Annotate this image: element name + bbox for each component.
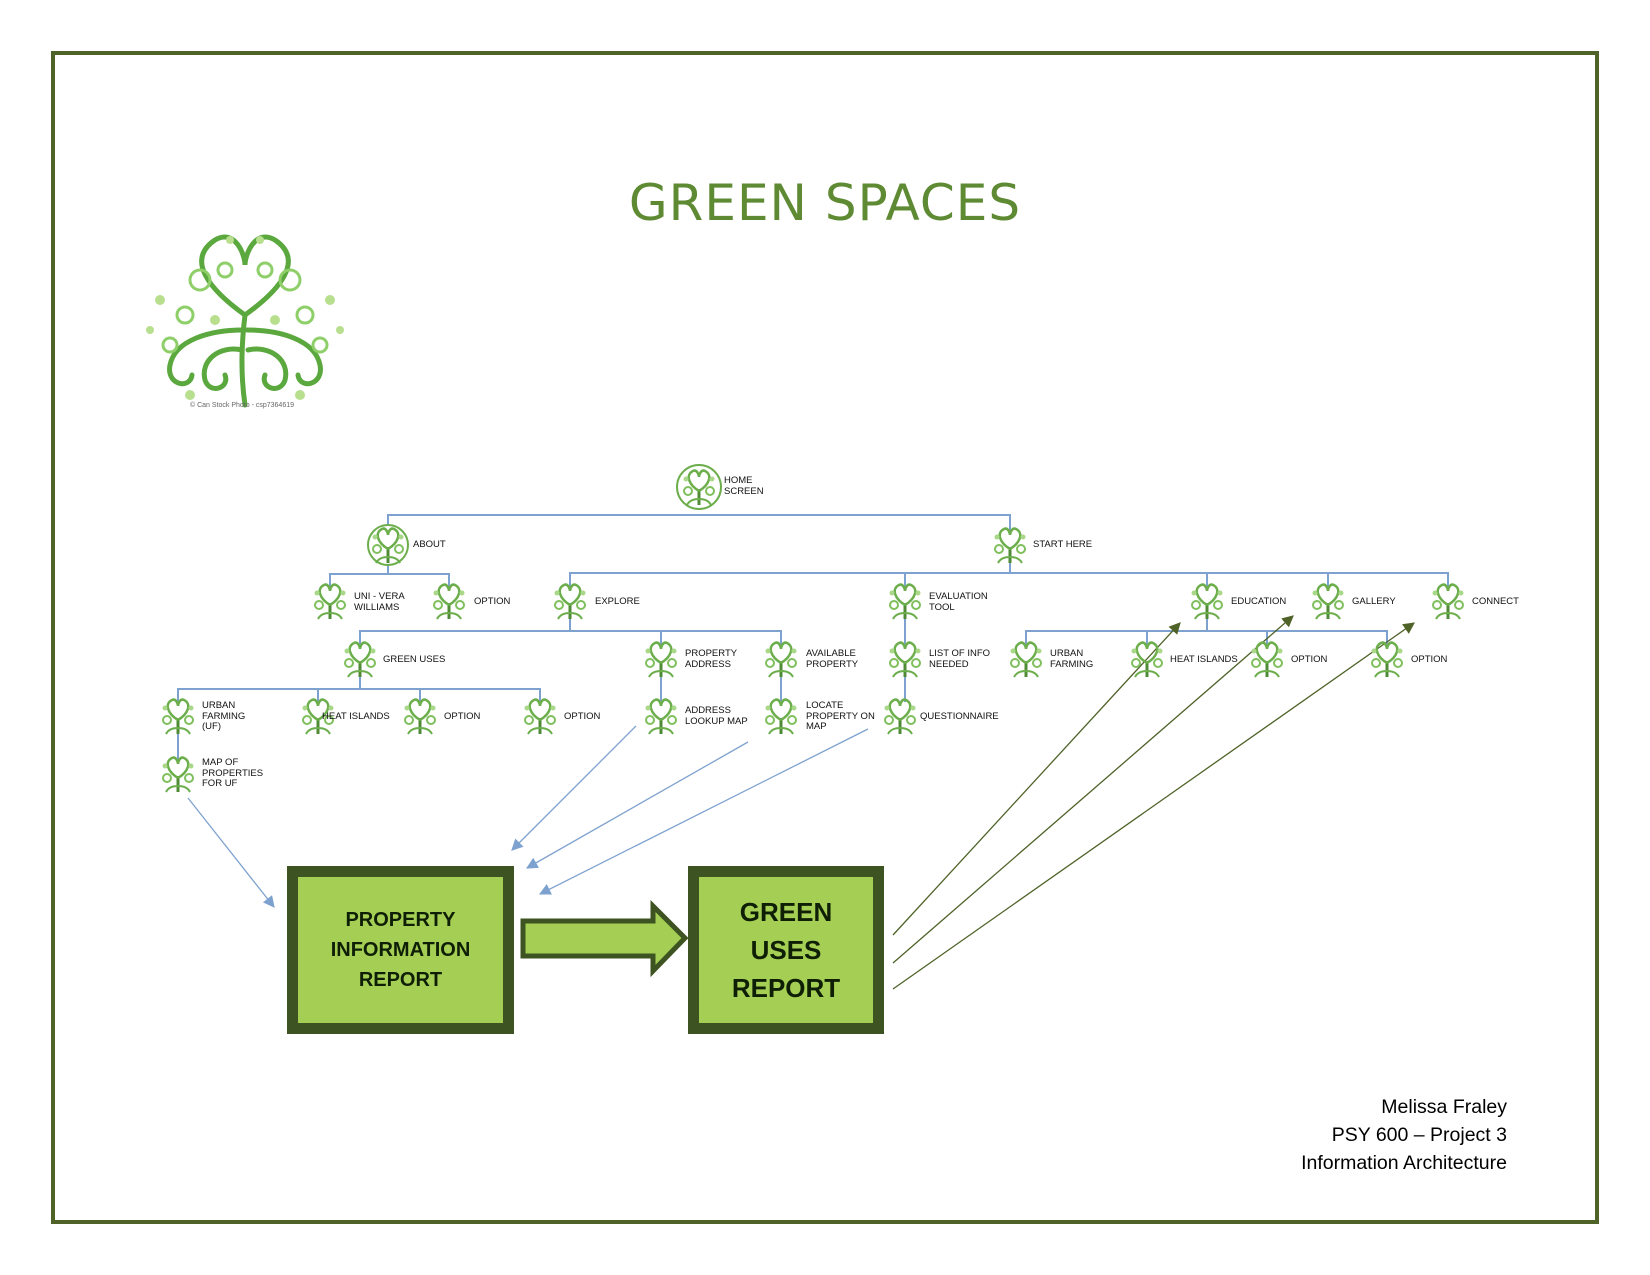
node-green-uses: GREEN USES: [383, 654, 446, 665]
node-explore: EXPLORE: [595, 596, 640, 607]
report-output-arrows: [892, 615, 1415, 990]
node-icons: [161, 464, 1465, 794]
education-tree-icon: [1190, 583, 1224, 621]
node-connect: CONNECT: [1472, 596, 1519, 607]
node-locate-property-on-map: LOCATE PROPERTY ON MAP: [806, 700, 875, 732]
node-education-option-1: OPTION: [1291, 654, 1328, 665]
questionnaire-tree-icon: [883, 698, 917, 736]
node-education-urban-farming: URBAN FARMING: [1050, 648, 1094, 670]
property-address-tree-icon: [644, 641, 678, 679]
node-about-option: OPTION: [474, 596, 511, 607]
locate-tree-icon: [764, 698, 798, 736]
report-flow-arrow-icon: [520, 899, 689, 978]
start-tree-icon: [993, 527, 1027, 565]
node-green-uses-option-2: OPTION: [564, 711, 601, 722]
property-information-report-box: PROPERTY INFORMATION REPORT: [287, 866, 514, 1034]
gu-option2-tree-icon: [523, 698, 557, 736]
uni-tree-icon: [313, 583, 347, 621]
node-available-property: AVAILABLE PROPERTY: [806, 648, 859, 670]
node-green-uses-heat-islands: HEAT ISLANDS: [322, 711, 390, 722]
project-topic: Information Architecture: [1301, 1152, 1507, 1174]
gu-option1-tree-icon: [403, 698, 437, 736]
author-name: Melissa Fraley: [1381, 1096, 1507, 1118]
course-name: PSY 600 – Project 3: [1331, 1124, 1507, 1146]
about-option-tree-icon: [432, 583, 466, 621]
ed-option2-tree-icon: [1370, 641, 1404, 679]
page-title: GREEN SPACES: [628, 174, 1022, 232]
heart-tree-logo-icon: [146, 234, 344, 408]
available-property-tree-icon: [764, 641, 798, 679]
author-signature: Melissa Fraley PSY 600 – Project 3 Infor…: [1301, 1093, 1507, 1177]
gu-urban-tree-icon: [161, 698, 195, 736]
explore-tree-icon: [553, 583, 587, 621]
node-green-uses-option-1: OPTION: [444, 711, 481, 722]
node-map-of-properties-for-uf: MAP OF PROPERTIES FOR UF: [202, 757, 264, 789]
node-evaluation-tool: EVALUATION TOOL: [929, 591, 988, 613]
node-questionnaire: QUESTIONNAIRE: [920, 711, 999, 722]
node-list-of-info: LIST OF INFO NEEDED: [929, 648, 991, 670]
node-home-screen: HOME SCREEN: [724, 475, 764, 497]
tree-connectors: [177, 514, 1449, 760]
logo-caption: © Can Stock Photo - csp7364619: [190, 402, 294, 409]
node-address-lookup-map: ADDRESS LOOKUP MAP: [685, 705, 748, 727]
node-education-heat-islands: HEAT ISLANDS: [1170, 654, 1238, 665]
ed-urban-tree-icon: [1009, 641, 1043, 679]
gallery-tree-icon: [1311, 583, 1345, 621]
address-map-tree-icon: [644, 698, 678, 736]
node-start-here: START HERE: [1033, 539, 1093, 550]
green-uses-report-box: GREEN USES REPORT: [688, 866, 884, 1034]
node-property-address: PROPERTY ADDRESS: [685, 648, 738, 670]
page-border: [51, 51, 1599, 1224]
connect-tree-icon: [1431, 583, 1465, 621]
node-education: EDUCATION: [1231, 596, 1287, 607]
eval-tree-icon: [888, 583, 922, 621]
node-urban-farming-uf: URBAN FARMING (UF): [202, 700, 246, 732]
green-uses-tree-icon: [343, 641, 377, 679]
node-about: ABOUT: [413, 539, 446, 550]
ed-option1-tree-icon: [1250, 641, 1284, 679]
node-education-option-2: OPTION: [1411, 654, 1448, 665]
list-info-tree-icon: [888, 641, 922, 679]
report-input-arrows: [187, 725, 869, 908]
map-uf-tree-icon: [161, 756, 195, 794]
node-uni-vera-williams: UNI - VERA WILLIAMS: [354, 591, 405, 613]
node-gallery: GALLERY: [1352, 596, 1396, 607]
